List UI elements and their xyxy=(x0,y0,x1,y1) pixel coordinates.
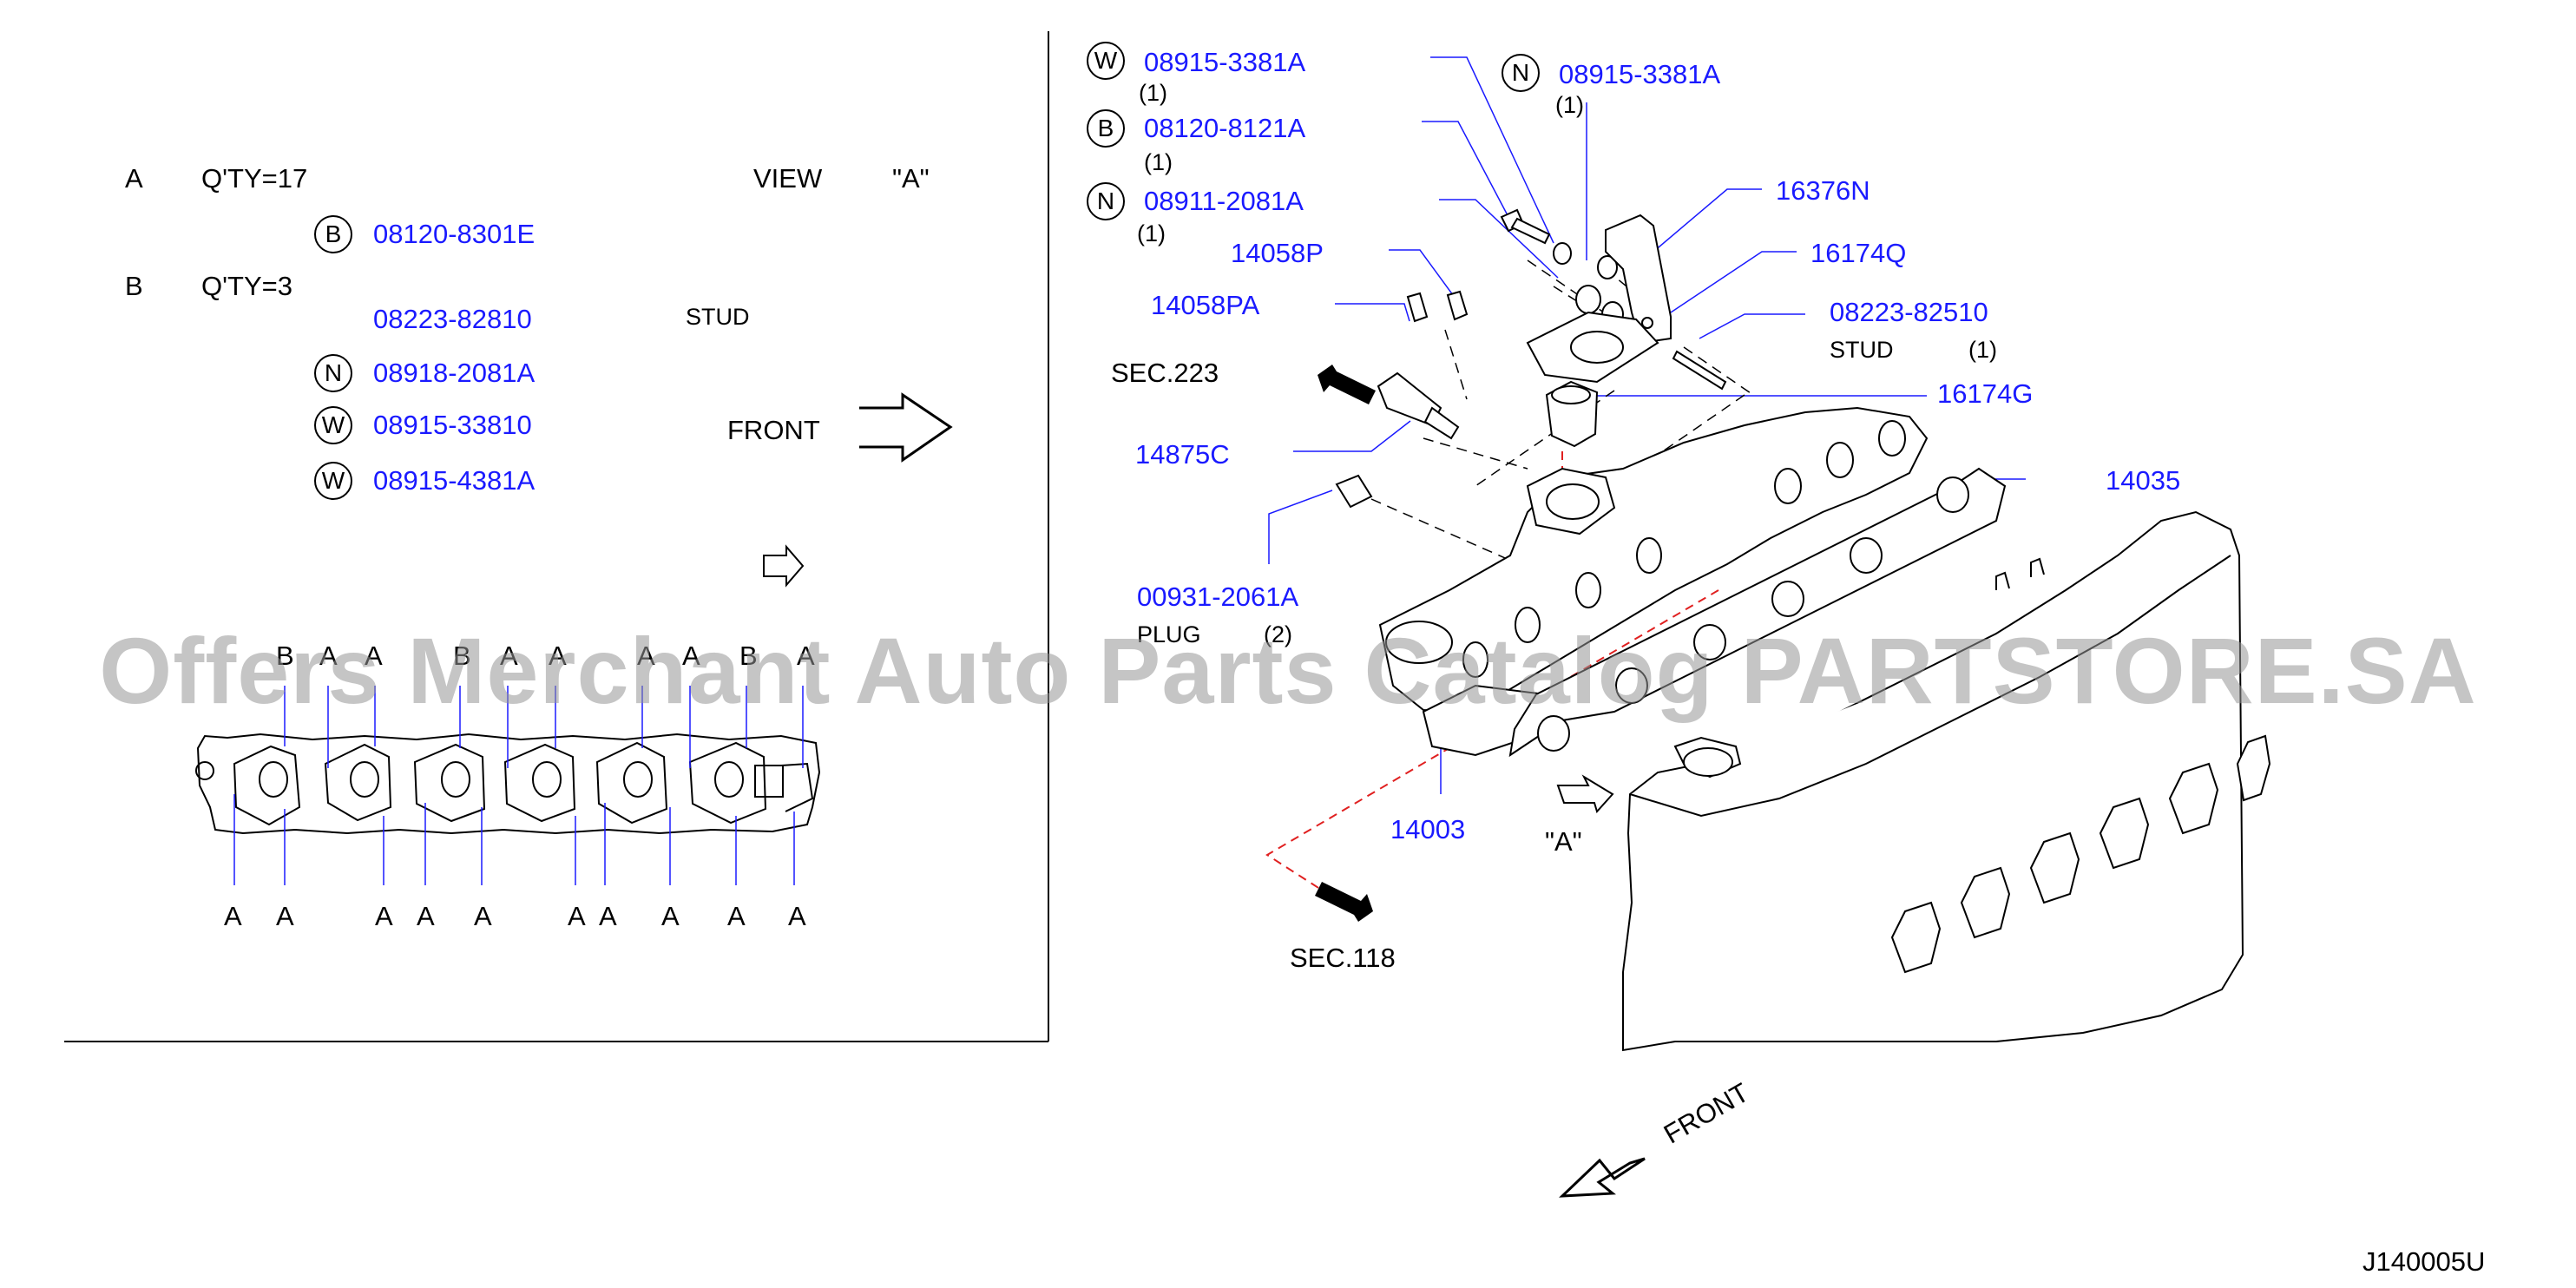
part-12-number[interactable]: 14035 xyxy=(2106,465,2181,496)
diagram-code: J140005U xyxy=(2362,1246,2486,1277)
inset-manifold-drawing xyxy=(195,733,821,835)
view-arrow-icon xyxy=(763,544,805,588)
inset-top-letter: A xyxy=(549,641,567,671)
view-letter: "A" xyxy=(892,163,930,194)
sec118-label[interactable]: SEC.118 xyxy=(1290,943,1396,973)
inset-bottom-letter: A xyxy=(788,901,806,931)
section-line xyxy=(1265,451,1719,895)
part-11-number[interactable]: 14875C xyxy=(1135,439,1230,470)
view-label: VIEW xyxy=(753,163,823,194)
inset-bottom-letter: A xyxy=(224,901,242,931)
part-2-qty: (1) xyxy=(1555,92,1584,118)
part-4-qty: (1) xyxy=(1137,220,1166,246)
part-10-number[interactable]: 16174G xyxy=(1937,378,2034,409)
part-3-number[interactable]: 08120-8121A xyxy=(1144,113,1306,143)
sec223-label[interactable]: SEC.223 xyxy=(1111,358,1219,388)
inset-top-letter: B xyxy=(453,641,471,671)
part-6-number[interactable]: 14058P xyxy=(1231,238,1324,268)
part-13-label: PLUG xyxy=(1137,621,1201,647)
inset-top-letter: B xyxy=(739,641,758,671)
view-a-arrow-icon xyxy=(1556,774,1614,813)
inset-top-letter: A xyxy=(637,641,655,671)
inset-top-letter: A xyxy=(682,641,700,671)
part-1-badge: W xyxy=(1087,42,1125,80)
sec223-arrow-icon xyxy=(1318,365,1376,404)
legend-b-part-number-2[interactable]: 08915-33810 xyxy=(373,410,532,440)
legend-b-badge-2: W xyxy=(314,406,352,444)
inset-top-letter: B xyxy=(276,641,294,671)
legend-b-qty: Q'TY=3 xyxy=(201,271,292,301)
legend-b-stud-number[interactable]: 08223-82810 xyxy=(373,304,532,334)
part-4-badge: N xyxy=(1087,182,1125,220)
inset-leader-lines xyxy=(233,686,804,885)
legend-a-part-number[interactable]: 08120-8301E xyxy=(373,219,536,249)
part-1-qty: (1) xyxy=(1139,80,1167,106)
part-8-number[interactable]: 14058PA xyxy=(1151,290,1260,320)
exploded-parts xyxy=(1335,208,2007,758)
legend-b-badge-1: N xyxy=(314,354,352,392)
part-13-number[interactable]: 00931-2061A xyxy=(1137,582,1299,612)
part-2-badge: N xyxy=(1502,54,1540,92)
part-5-number[interactable]: 16376N xyxy=(1776,175,1870,206)
part-9-qty: (1) xyxy=(1968,337,1997,363)
sec118-arrow-icon xyxy=(1315,882,1373,922)
part-9-label: STUD xyxy=(1830,337,1894,363)
legend-a-badge: B xyxy=(314,215,352,253)
legend-b-part-number-1[interactable]: 08918-2081A xyxy=(373,358,536,388)
front-arrow-icon xyxy=(859,392,953,463)
part-14-number[interactable]: 14003 xyxy=(1390,814,1466,844)
front-direction-arrow-icon xyxy=(1559,1157,1646,1198)
part-4-number[interactable]: 08911-2081A xyxy=(1144,186,1304,216)
inset-bottom-letter: A xyxy=(727,901,746,931)
part-2-number[interactable]: 08915-3381A xyxy=(1559,59,1721,89)
inset-bottom-letter: A xyxy=(276,901,294,931)
legend-b-part-number-3[interactable]: 08915-4381A xyxy=(373,465,536,496)
inset-bottom-letter: A xyxy=(599,901,617,931)
legend-b-stud-label: STUD xyxy=(686,304,750,330)
inset-top-letter: A xyxy=(365,641,383,671)
inset-frame xyxy=(64,31,1049,1042)
inset-top-letter: A xyxy=(797,641,815,671)
legend-front-label: FRONT xyxy=(727,415,820,445)
inset-bottom-letter: A xyxy=(375,901,393,931)
inset-bottom-letter: A xyxy=(474,901,492,931)
part-3-badge: B xyxy=(1087,109,1125,148)
part-13-qty: (2) xyxy=(1264,621,1292,647)
legend-a-qty: Q'TY=17 xyxy=(201,163,308,194)
part-3-qty: (1) xyxy=(1144,149,1173,175)
view-a-label: "A" xyxy=(1545,826,1582,857)
legend-a-letter: A xyxy=(125,163,143,194)
part-9-number[interactable]: 08223-82510 xyxy=(1830,297,1988,327)
part-1-number[interactable]: 08915-3381A xyxy=(1144,47,1306,77)
inset-top-letter: A xyxy=(319,641,338,671)
inset-bottom-letter: A xyxy=(661,901,680,931)
inset-bottom-letter: A xyxy=(568,901,586,931)
inset-top-letter: A xyxy=(500,641,518,671)
legend-b-badge-3: W xyxy=(314,462,352,500)
inset-bottom-letter: A xyxy=(417,901,435,931)
part-7-number[interactable]: 16174Q xyxy=(1810,238,1907,268)
legend-b-letter: B xyxy=(125,271,143,301)
cylinder-head xyxy=(1622,510,2271,1052)
